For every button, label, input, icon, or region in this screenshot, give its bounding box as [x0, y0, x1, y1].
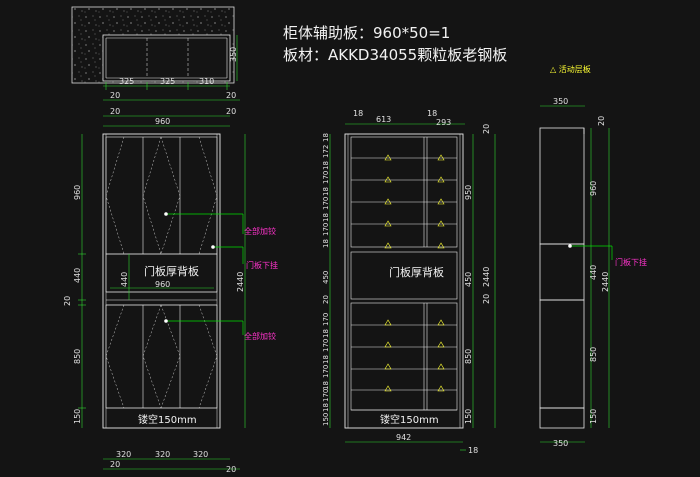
side-dim-total: 2440	[601, 272, 610, 292]
ld-1: 172	[322, 145, 330, 158]
ld-17: 170	[322, 389, 330, 402]
ld-11: 170	[322, 313, 330, 326]
interior-dim-950: 950	[464, 185, 473, 200]
front-dim-h1: 960	[73, 185, 82, 200]
interior-dim-bottom-right: 18	[468, 446, 478, 455]
ld-15: 170	[322, 365, 330, 378]
side-dim-depth-top: 350	[553, 97, 568, 106]
interior-dim-20: 20	[482, 294, 491, 304]
interior-dim-2440: 2440	[482, 267, 491, 287]
interior-dim-t4: 293	[436, 118, 451, 127]
front-dim-width: 960	[155, 117, 170, 126]
side-dim-offset: 20	[597, 116, 606, 126]
ld-9: 450	[322, 271, 330, 284]
interior-dim-t5: 20	[482, 124, 491, 134]
side-dim-h4: 150	[589, 409, 598, 424]
side-annotation: 门板下挂	[615, 257, 647, 267]
title-line-2: 板材：AKKD34055颗粒板老钢板	[283, 46, 507, 64]
interior-dim-t1: 18	[353, 109, 363, 118]
legend-note: △ 活动层板	[550, 64, 591, 74]
interior-panel-label: 门板厚背板	[389, 265, 444, 279]
front-dim-inner-440: 440	[120, 272, 129, 287]
title-line-1: 柜体辅助板：960*50=1	[283, 24, 450, 42]
ld-5: 170	[322, 197, 330, 210]
front-dim-total: 2440	[236, 272, 245, 292]
ld-14: 18	[322, 355, 330, 364]
top-dim-right: 20	[226, 91, 236, 100]
front-dim-h5: 150	[73, 409, 82, 424]
front-dim-b3: 320	[193, 450, 208, 459]
front-annotation-3: 全部加铰	[244, 331, 276, 341]
interior-dim-850: 850	[464, 349, 473, 364]
front-dim-side-right: 20	[226, 107, 236, 116]
ld-16: 18	[322, 381, 330, 390]
ld-12: 18	[322, 329, 330, 338]
interior-dim-t2: 613	[376, 115, 391, 124]
interior-dim-t3: 18	[427, 109, 437, 118]
front-dim-side-left: 20	[110, 107, 120, 116]
side-dim-h1: 960	[589, 181, 598, 196]
shelf-triangle-icon	[384, 154, 445, 249]
top-dim-depth: 350	[229, 47, 238, 62]
interior-dim-150: 150	[464, 409, 473, 424]
front-dim-h2: 440	[73, 268, 82, 283]
top-dim-3: 310	[199, 77, 214, 86]
ld-3: 170	[322, 171, 330, 184]
front-dim-b5: 20	[226, 465, 236, 474]
front-dim-inner-960: 960	[155, 280, 170, 289]
interior-dim-450: 450	[464, 272, 473, 287]
top-dim-left: 20	[110, 91, 120, 100]
front-panel-label: 门板厚背板	[144, 264, 199, 278]
ld-0: 18	[322, 133, 330, 142]
ld-19: 150	[322, 413, 330, 426]
front-dim-b1: 320	[116, 450, 131, 459]
side-view: 350 20 960 440 850 150 2440 门板下挂 350	[539, 97, 647, 448]
top-plan-view: 325 325 310 20 20 350	[71, 6, 240, 101]
interior-bottom-label: 镂空150mm	[380, 413, 439, 426]
ld-4: 18	[322, 187, 330, 196]
ld-18: 18	[322, 403, 330, 412]
front-dim-h4: 850	[73, 349, 82, 364]
front-dim-h3: 20	[63, 296, 72, 306]
interior-left-dims: 18 172 18 170 18 170 18 170 18 450 20 17…	[322, 133, 330, 426]
side-dim-h3: 850	[589, 347, 598, 362]
ld-10: 20	[322, 295, 330, 304]
shelf-triangle-icon	[384, 319, 445, 392]
front-annotation-1: 全部加铰	[244, 226, 276, 236]
front-view: 20 960 20 门板厚背板 440 960 镂空150mm	[63, 107, 278, 474]
ld-6: 18	[322, 213, 330, 222]
front-dim-b2: 320	[155, 450, 170, 459]
side-dim-depth-bottom: 350	[553, 439, 568, 448]
ld-13: 170	[322, 339, 330, 352]
front-dim-b4: 20	[110, 460, 120, 469]
top-dim-2: 325	[160, 77, 175, 86]
front-annotation-2: 门板下挂	[246, 260, 278, 270]
interior-dim-width: 942	[396, 433, 411, 442]
ld-8: 18	[322, 239, 330, 248]
top-dim-1: 325	[119, 77, 134, 86]
ld-7: 170	[322, 223, 330, 236]
side-dim-h2: 440	[589, 265, 598, 280]
ld-2: 18	[322, 161, 330, 170]
interior-view: 18 613 18 293 20 门板厚背板	[322, 109, 496, 455]
front-bottom-label: 镂空150mm	[138, 413, 197, 426]
